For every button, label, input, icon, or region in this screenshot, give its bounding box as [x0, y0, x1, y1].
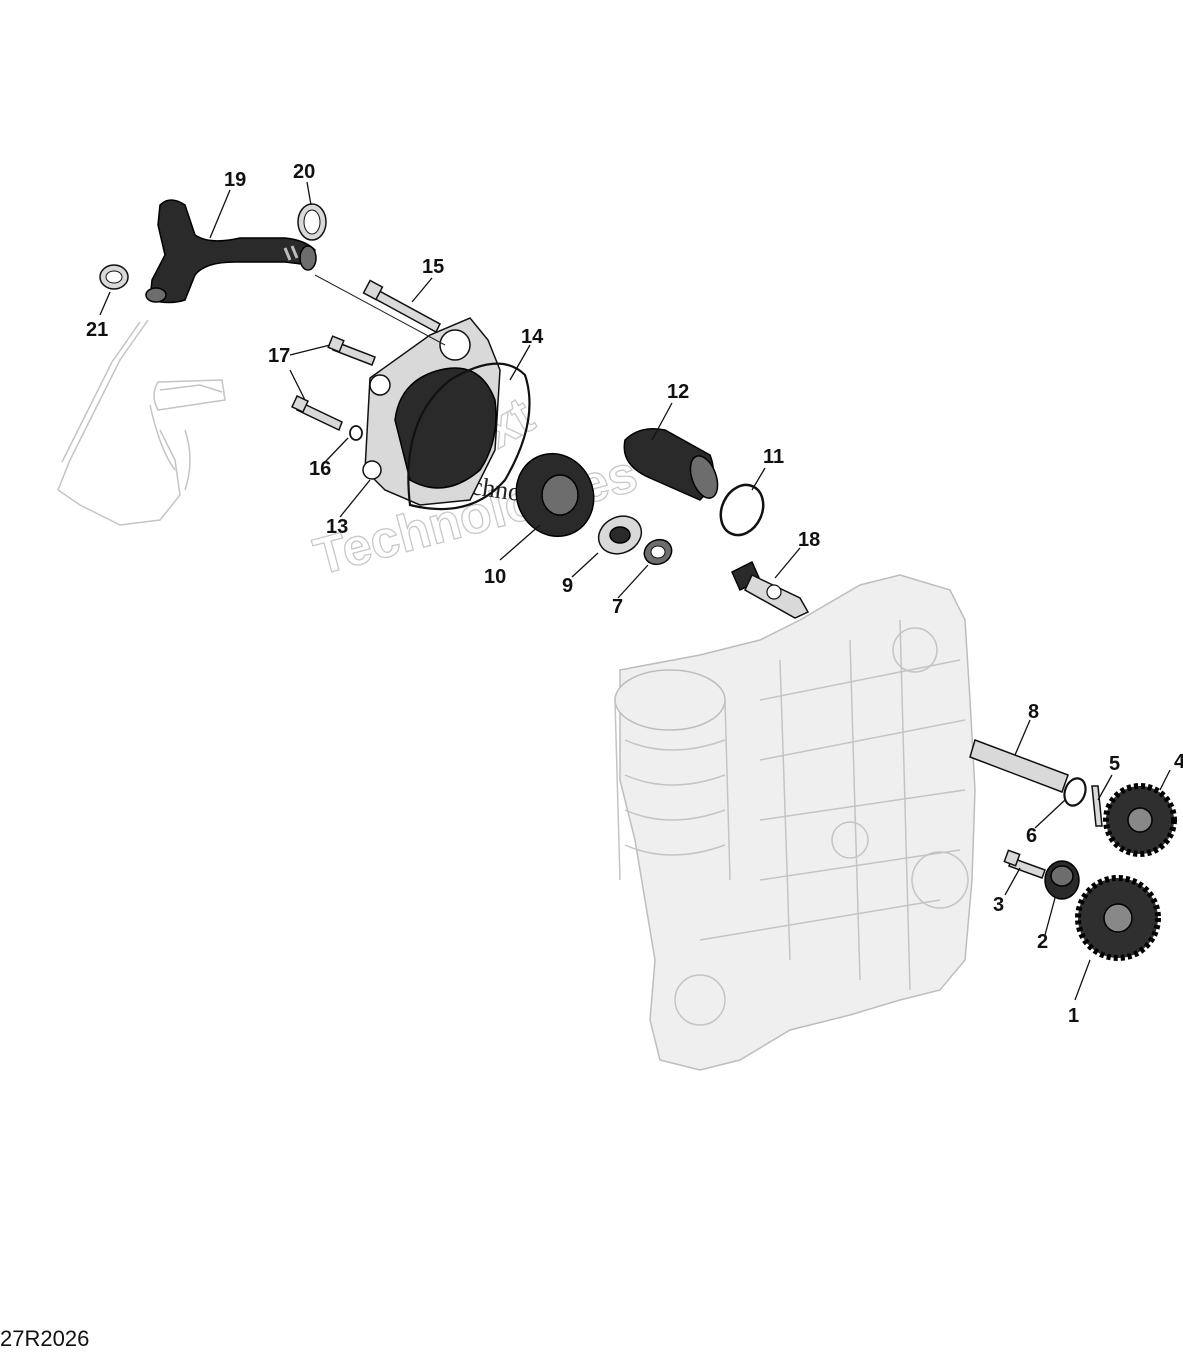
washer — [643, 538, 673, 566]
leader-lines — [99, 181, 1171, 1001]
callout-18: 18 — [798, 529, 820, 551]
drive-gear-upper — [1103, 783, 1177, 857]
temperature-sensor — [731, 560, 810, 619]
engine-block-ghost — [614, 574, 976, 1071]
callout-labels: 1 2 3 4 5 6 7 8 9 10 11 12 13 14 15 16 1… — [86, 161, 1183, 1027]
callout-15: 15 — [422, 256, 444, 278]
callout-5: 5 — [1109, 753, 1120, 775]
pump-sleeve — [623, 428, 719, 501]
hose-clamp-lower — [99, 264, 129, 290]
callout-10: 10 — [484, 566, 506, 588]
callout-3: 3 — [993, 894, 1004, 916]
callout-12: 12 — [667, 381, 689, 403]
callout-1: 1 — [1068, 1005, 1079, 1027]
hose-clamp-upper — [297, 203, 327, 241]
water-pump-housing — [362, 317, 501, 506]
housing-gasket — [407, 362, 531, 511]
rotary-seal — [597, 515, 643, 555]
callout-21: 21 — [86, 319, 108, 341]
drive-gear-lower — [1075, 875, 1161, 961]
callout-9: 9 — [562, 575, 573, 597]
callout-13: 13 — [326, 516, 348, 538]
small-o-ring — [349, 425, 363, 441]
callout-20: 20 — [293, 161, 315, 183]
callout-17: 17 — [268, 345, 290, 367]
callout-11: 11 — [763, 446, 784, 468]
hose-assembly-ghost — [57, 319, 226, 526]
bushing — [1044, 860, 1080, 900]
diagram-reference-code: 27R2026 — [0, 1326, 90, 1351]
impeller — [515, 452, 595, 538]
callout-16: 16 — [309, 458, 331, 480]
callout-8: 8 — [1028, 701, 1039, 723]
callout-19: 19 — [224, 169, 246, 191]
shaft-o-ring — [1063, 777, 1087, 807]
pump-shaft — [969, 739, 1069, 793]
callout-7: 7 — [612, 596, 623, 618]
gear-screw — [1003, 849, 1046, 879]
callout-2: 2 — [1037, 931, 1048, 953]
callout-6: 6 — [1026, 825, 1037, 847]
callout-4: 4 — [1174, 751, 1183, 773]
coolant-hose — [145, 199, 317, 304]
callout-14: 14 — [521, 326, 544, 348]
large-o-ring — [719, 483, 765, 537]
dowel-pin — [1091, 785, 1103, 827]
